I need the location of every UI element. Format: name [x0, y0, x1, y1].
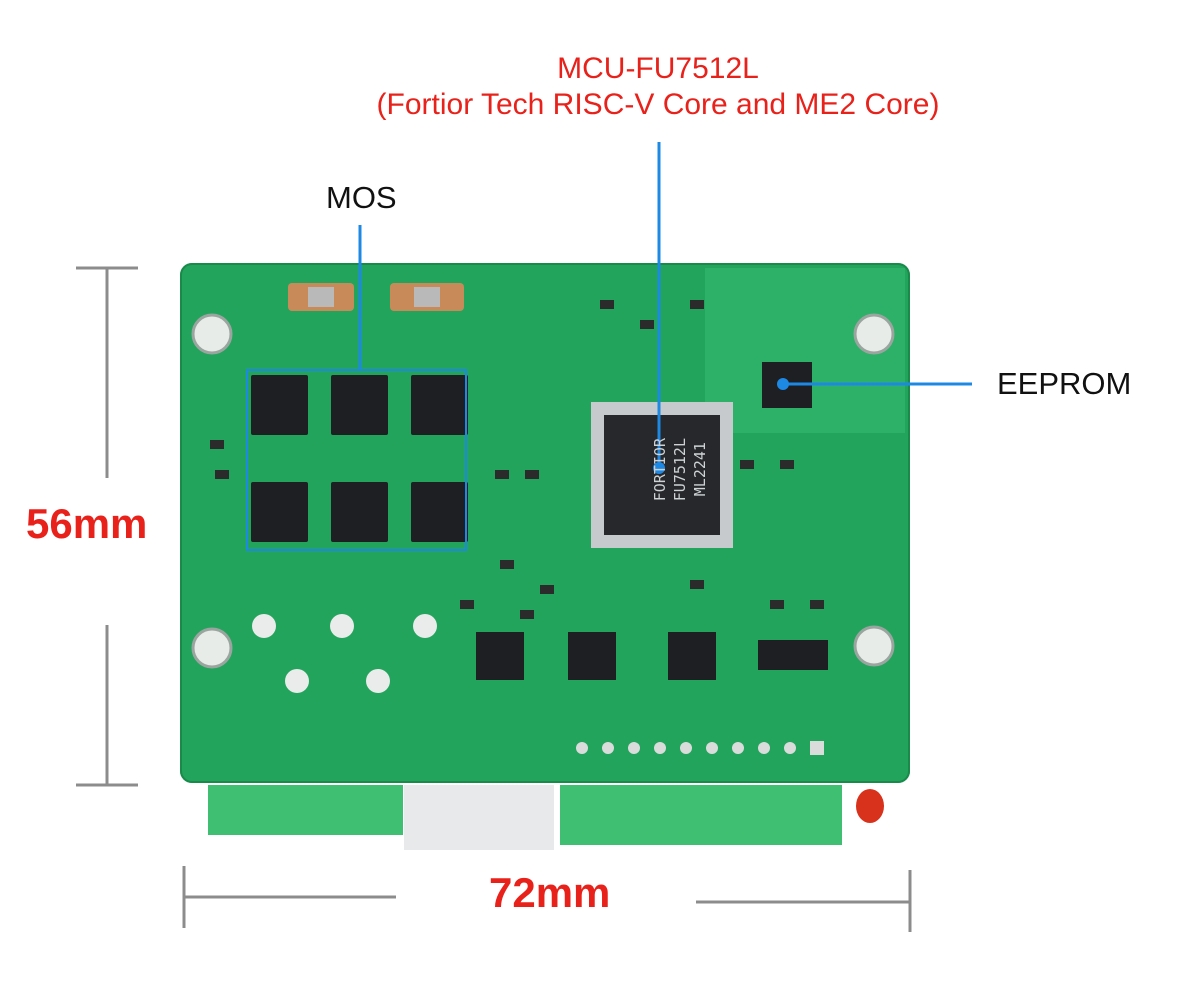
terminal-block-left: [208, 785, 403, 835]
shunt-resistors: [288, 283, 464, 311]
driver-ics: [476, 632, 828, 680]
mcu-chip-marking: FORTIOR FU7512L ML2241: [650, 438, 709, 502]
white-connector: [404, 785, 554, 850]
terminal-block-right: [560, 785, 842, 845]
height-dimension-label: 56mm: [26, 500, 148, 547]
through-hole-pads: [252, 614, 437, 693]
chip-model-text: FU7512L: [671, 438, 689, 502]
smd-components: [210, 300, 824, 619]
chip-brand-text: FORTIOR: [651, 438, 669, 502]
mounting-holes: [191, 313, 895, 669]
mcu-subtitle: (Fortior Tech RISC-V Core and ME2 Core): [376, 88, 940, 121]
eeprom-pointer-dot: [777, 378, 789, 390]
mcu-chip: [591, 402, 733, 548]
mos-highlight-box: [246, 369, 467, 551]
pointer-lines: [358, 142, 972, 468]
mos-label: MOS: [326, 180, 397, 215]
pin-header-row: [576, 741, 824, 755]
led: [856, 789, 884, 823]
eeprom-label: EEPROM: [997, 366, 1132, 401]
mcu-title: MCU-FU7512L: [557, 52, 759, 85]
mcu-pointer-dot: [653, 462, 665, 474]
width-dimension-label: 72mm: [489, 869, 611, 916]
mosfet-array: [251, 375, 468, 542]
chip-lot-text: ML2241: [691, 442, 709, 497]
